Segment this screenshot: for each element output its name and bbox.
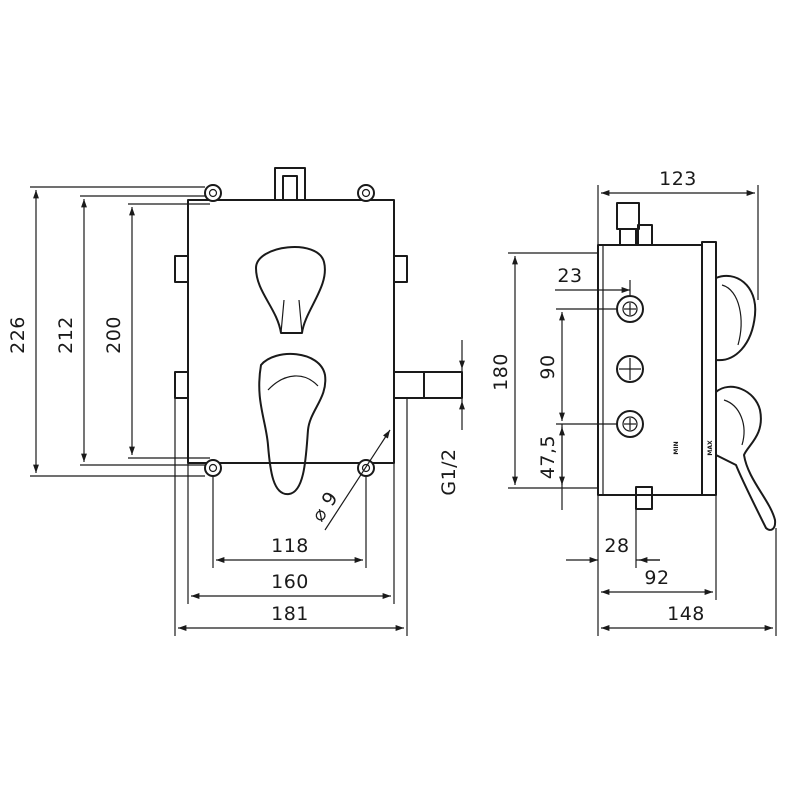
top-connector <box>274 167 306 201</box>
outlet-pipe <box>423 371 463 399</box>
side-stub-left-upper <box>174 255 189 283</box>
dim-diameter: ⌀ 9 <box>307 488 343 526</box>
side-bottom-connector <box>635 486 653 510</box>
front-plate <box>187 199 395 464</box>
hole-leader <box>324 429 391 531</box>
dim-118: 118 <box>271 535 309 557</box>
front-view: 226 212 200 118 160 181 ⌀ 9 G1/2 <box>7 167 465 636</box>
dim-123: 123 <box>659 168 697 190</box>
dim-lines-front-vertical <box>30 186 210 477</box>
side-top-connector <box>616 202 653 246</box>
mark-max: MAX <box>707 440 714 456</box>
dim-lines-front-horizontal <box>174 398 408 636</box>
mounting-lug-bottom-left <box>204 459 222 477</box>
side-lever <box>715 385 777 531</box>
side-view: MIN MAX <box>490 168 777 636</box>
mounting-lug-top-right <box>357 184 375 202</box>
screw-bottom <box>616 410 644 438</box>
dim-thread: G1/2 <box>438 448 460 495</box>
screw-middle <box>616 355 644 383</box>
dim-200: 200 <box>103 316 125 354</box>
mounting-lug-top-left <box>204 184 222 202</box>
dim-23: 23 <box>557 265 582 287</box>
dim-180: 180 <box>490 353 512 391</box>
dim-212: 212 <box>55 316 77 354</box>
side-stub-left-lower <box>174 371 189 399</box>
mixer-lever <box>258 352 327 496</box>
side-stub-right-upper <box>393 255 408 283</box>
diverter-knob <box>255 246 326 334</box>
side-stub-right-lower <box>393 371 425 399</box>
mark-min: MIN <box>673 441 680 454</box>
dim-28: 28 <box>604 535 629 557</box>
dim-92: 92 <box>644 567 669 589</box>
side-body <box>597 244 703 496</box>
screw-top <box>616 295 644 323</box>
dim-160: 160 <box>271 571 309 593</box>
dim-181: 181 <box>271 603 309 625</box>
dim-226: 226 <box>7 316 29 354</box>
dim-47-5: 47,5 <box>537 435 559 479</box>
dim-lines-side <box>508 185 777 636</box>
side-wall-plate <box>701 241 717 496</box>
side-diverter-knob <box>715 274 757 362</box>
dim-148: 148 <box>667 603 705 625</box>
dim-90: 90 <box>537 354 559 379</box>
